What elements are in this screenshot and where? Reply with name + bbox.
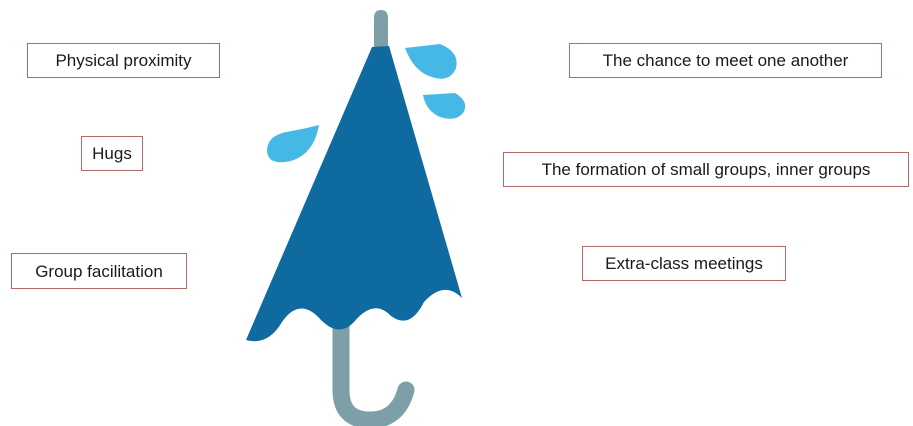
umbrella-canopy	[246, 46, 462, 342]
label-physical-proximity: Physical proximity	[27, 43, 220, 78]
label-hugs: Hugs	[81, 136, 143, 171]
label-formation-of-groups: The formation of small groups, inner gro…	[503, 152, 909, 187]
label-group-facilitation: Group facilitation	[11, 253, 187, 289]
umbrella-tip	[374, 10, 388, 48]
raindrop-icon	[405, 44, 457, 79]
label-chance-to-meet: The chance to meet one another	[569, 43, 882, 78]
raindrop-icon	[423, 93, 466, 119]
raindrop-icon	[267, 125, 319, 163]
label-extra-class-meetings: Extra-class meetings	[582, 246, 786, 281]
umbrella-handle	[332, 291, 415, 426]
